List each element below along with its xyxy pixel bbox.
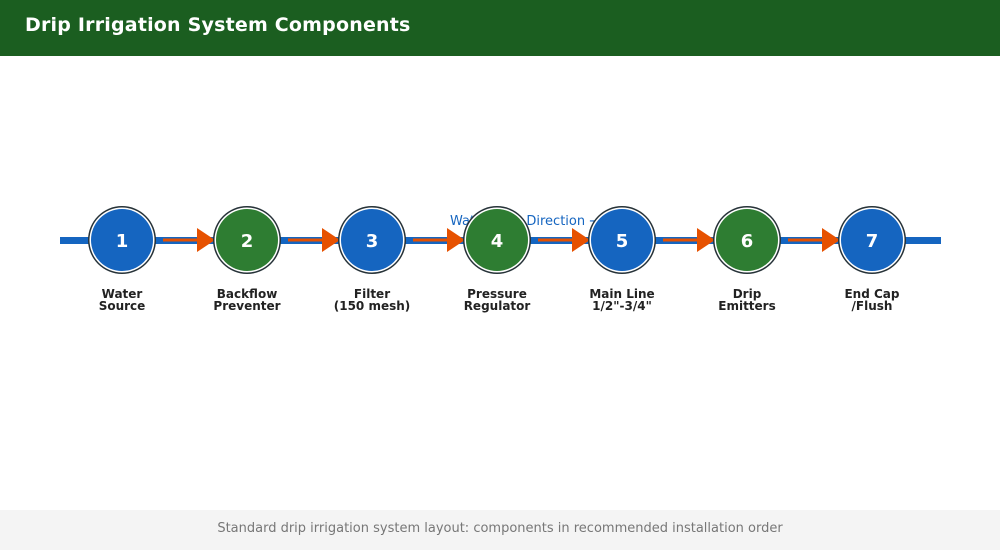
node-number: 3 [366,231,379,252]
node-circle [91,209,153,271]
node-number: 4 [491,231,504,252]
node-number: 1 [116,231,129,252]
node-circle [591,209,653,271]
node-label-line: /Flush [852,299,893,313]
node-label-line: Backflow [217,287,278,301]
diagram-canvas: Water Flow Direction → 1WaterSource2Back… [60,206,941,313]
node-label-line: Source [99,299,146,313]
node-label-line: (150 mesh) [334,299,411,313]
node-label-line: End Cap [844,287,899,301]
node-number: 2 [241,231,254,252]
header-bar: Drip Irrigation System Components [0,0,1000,56]
node-label-line: Water [102,287,143,301]
node-label-line: Preventer [213,299,280,313]
node-label-line: Pressure [467,287,527,301]
node-label-line: Filter [354,287,390,301]
node-number: 5 [616,231,629,252]
irrigation-diagram: Water Flow Direction → 1WaterSource2Back… [0,56,1000,510]
node-circle [841,209,903,271]
node-circle [716,209,778,271]
node-number: 6 [741,231,754,252]
node-circle [466,209,528,271]
footer-caption: Standard drip irrigation system layout: … [217,521,783,536]
node-label-line: 1/2"-3/4" [592,299,652,313]
node-circle [341,209,403,271]
node-number: 7 [866,231,879,252]
page-title: Drip Irrigation System Components [25,14,411,36]
node-label-line: Emitters [718,299,776,313]
node-circle [216,209,278,271]
footer-bar: Standard drip irrigation system layout: … [0,510,1000,550]
node-label-line: Main Line [589,287,654,301]
node-label-line: Regulator [464,299,531,313]
node-label-line: Drip [733,287,762,301]
